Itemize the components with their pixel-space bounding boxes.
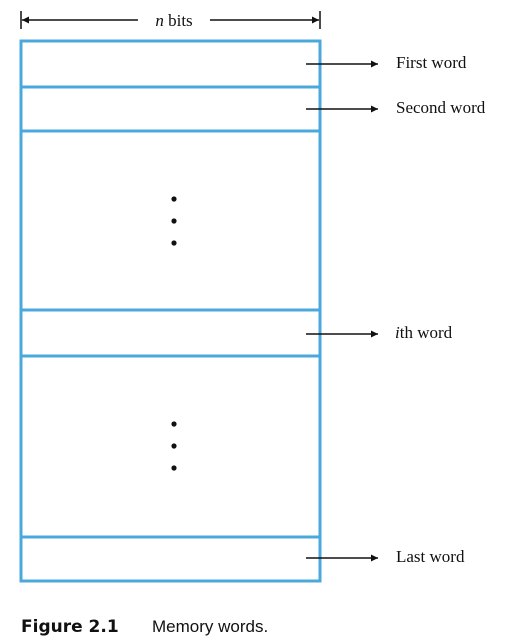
figure-caption: Figure 2.1 Memory words.: [21, 617, 268, 637]
word-labels: First word Second word ith word Last wor…: [395, 53, 486, 566]
width-variable: n: [155, 11, 164, 30]
word-label-prefix: i: [395, 323, 400, 342]
ellipsis-dot: [171, 421, 177, 427]
width-unit: bits: [168, 11, 193, 30]
ellipsis-lower: [171, 421, 177, 471]
memory-block: [19, 39, 322, 583]
ellipsis-dot: [171, 240, 177, 246]
figure-caption-text: Memory words.: [152, 617, 268, 636]
width-dimension: n bits: [20, 11, 321, 30]
ith-word-label: ith word: [395, 323, 453, 342]
word-label-text: Last word: [396, 547, 465, 566]
word-label-text: th word: [400, 323, 453, 342]
ellipsis-dot: [171, 196, 177, 202]
ellipsis-dot: [171, 218, 177, 224]
word-label-text: First word: [396, 53, 467, 72]
figure-number: Figure 2.1: [21, 617, 119, 637]
last-word-label: Last word: [396, 547, 465, 566]
width-label: n bits: [155, 11, 192, 30]
ellipsis-upper: [171, 196, 177, 246]
ellipsis-dot: [171, 443, 177, 449]
word-label-text: Second word: [396, 98, 486, 117]
first-word-label: First word: [396, 53, 467, 72]
word-pointers: [306, 60, 378, 562]
ellipsis-dot: [171, 465, 177, 471]
second-word-label: Second word: [396, 98, 486, 117]
